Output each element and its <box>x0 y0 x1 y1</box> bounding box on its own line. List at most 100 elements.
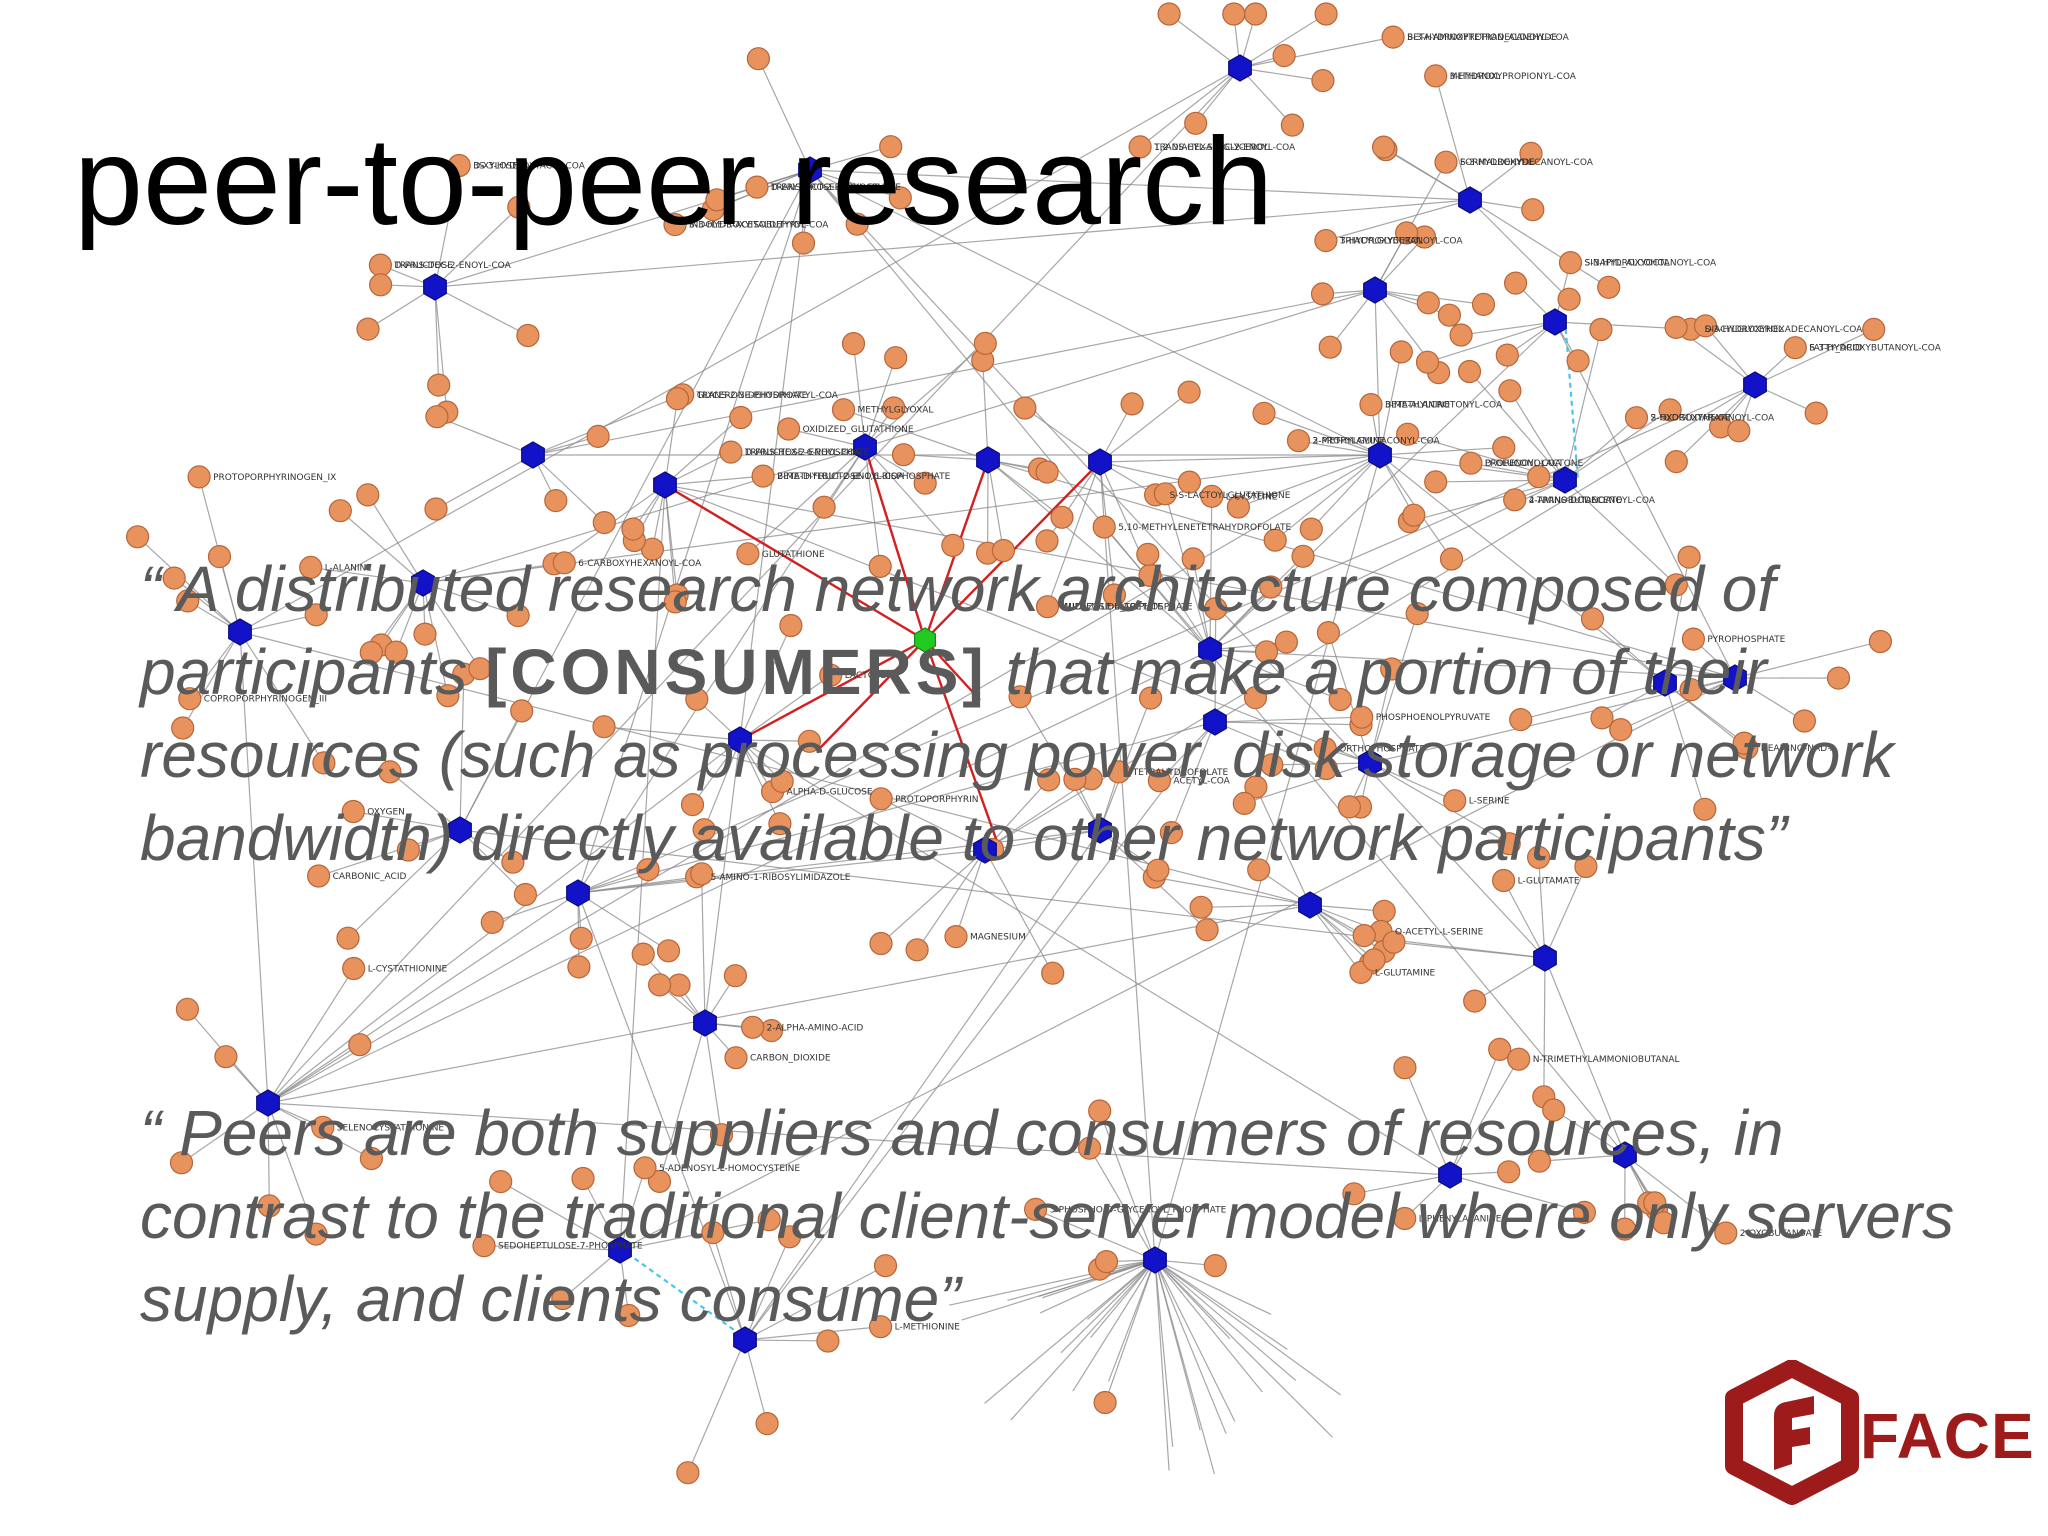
network-node <box>647 1169 672 1194</box>
network-node <box>342 956 366 981</box>
network-node <box>1402 503 1426 527</box>
network-node-label: L-ALANINE <box>325 563 373 573</box>
network-node <box>1459 451 1483 475</box>
network-node <box>356 483 380 507</box>
network-node <box>1527 465 1551 489</box>
network-node-label: S-S-LACTOYLGLUTATHIONE <box>1170 491 1291 501</box>
network-node <box>1443 789 1467 813</box>
network-node <box>1372 899 1396 923</box>
network-node <box>1243 2 1268 26</box>
network-node <box>1313 736 1337 761</box>
network-node <box>312 751 336 775</box>
network-node-label: GLUTATHIONE <box>762 550 825 560</box>
network-node <box>680 792 705 817</box>
network-node <box>1035 529 1059 553</box>
network-node-label: PROPENOYL-COA <box>1485 459 1562 469</box>
network-node <box>973 331 997 355</box>
network-node-label: L-SERINE <box>1469 797 1510 807</box>
network-node <box>663 213 687 237</box>
network-node-label: S-3-HYDROXYHEXADECANOYL-COA <box>1705 325 1864 335</box>
network-node <box>1394 221 1419 245</box>
network-node <box>436 684 460 708</box>
network-node <box>1732 731 1756 755</box>
network-hub-node <box>973 836 997 864</box>
network-node-label: L-CYSTATHIONINE <box>368 965 448 975</box>
network-node-label: TRANS-HEX-2-ENOYL-COA <box>744 448 861 458</box>
network-node <box>1580 607 1605 631</box>
network-hub-node <box>1533 944 1557 972</box>
network-node <box>396 838 420 862</box>
network-node <box>1146 858 1170 882</box>
network-node <box>424 497 448 521</box>
network-node <box>1509 707 1533 732</box>
network-node <box>1380 657 1404 681</box>
network-hub-node <box>566 879 590 907</box>
network-node <box>663 590 687 614</box>
network-node <box>729 405 753 430</box>
network-node <box>709 1123 734 1147</box>
network-node <box>736 542 760 566</box>
network-node-label: MAGNESIUM <box>970 933 1026 943</box>
network-node <box>1424 470 1448 494</box>
network-node <box>507 195 531 219</box>
network-node-label: FORMALDEHYDE <box>1460 158 1535 168</box>
network-node <box>1200 484 1224 508</box>
consumers-highlight: [CONSUMERS] <box>485 636 988 708</box>
network-node <box>690 862 714 886</box>
network-node-label: ACETYL-COA <box>1173 777 1230 787</box>
network-node <box>1382 930 1406 954</box>
network-node-label: BETA-ALANINE <box>1385 401 1450 411</box>
network-node <box>356 317 380 341</box>
network-node <box>1503 271 1528 295</box>
network-node <box>1574 854 1598 879</box>
network-node <box>169 1151 194 1175</box>
network-node-label: D-FRUCTOSE <box>394 261 453 271</box>
network-node <box>304 603 328 627</box>
network-node-label: SINAPYL_ALCOHOL <box>1585 259 1670 269</box>
network-node <box>1259 575 1283 599</box>
network-node-label: N-TRIMETHYLAMMONIOBUTANAL <box>1533 1055 1680 1065</box>
network-node <box>307 864 331 888</box>
network-node <box>336 926 360 950</box>
network-node <box>991 538 1016 563</box>
network-node <box>1232 791 1256 816</box>
network-node <box>544 489 568 513</box>
network-node <box>1664 450 1688 474</box>
network-node <box>1679 678 1703 702</box>
network-node-label: 2-PROPYLAMINE <box>1313 437 1386 447</box>
network-node <box>571 1166 595 1191</box>
network-node <box>257 1194 281 1218</box>
network-node <box>1222 2 1246 26</box>
network-node <box>1624 406 1649 430</box>
quote-definition-text-start: “ A distributed research network archite… <box>140 553 1776 708</box>
network-node <box>1184 111 1208 135</box>
network-node <box>1120 392 1144 416</box>
network-node <box>304 1222 328 1246</box>
network-node <box>1077 1136 1102 1160</box>
network-node <box>1352 923 1376 948</box>
network-node <box>1783 336 1807 360</box>
network-node-label: INDOLE-3-ACETALDEHYDE <box>689 221 807 231</box>
network-node <box>1107 760 1131 784</box>
network-node <box>1658 398 1682 422</box>
network-node-label: PHOSPHOENOLPYRUVATE <box>1376 713 1491 723</box>
network-node <box>551 1286 575 1311</box>
network-node <box>631 942 655 966</box>
network-node <box>676 1461 700 1485</box>
network-node <box>468 657 492 681</box>
network-node <box>1521 198 1545 222</box>
network-node <box>745 175 769 199</box>
quote-definition-text-end: that make a portion of their resources (… <box>140 636 1894 874</box>
network-node <box>299 555 323 580</box>
network-node <box>501 850 525 874</box>
network-node <box>1350 705 1374 729</box>
network-node <box>770 769 794 794</box>
network-node-label: O-ACETYL-L-SERINE <box>1395 928 1484 938</box>
network-node <box>882 396 906 420</box>
network-node-label: S-3-HYDROXYBUTANOYL-COA <box>1809 344 1941 354</box>
network-node-label: PROTOPORPHYRIN <box>895 795 978 805</box>
network-node-label: BETA-D-FRUCTOSE-1,6-BISPHOSPHATE <box>777 472 950 482</box>
network-node <box>1590 706 1614 730</box>
network-node-label: LACTOSE <box>845 671 887 681</box>
